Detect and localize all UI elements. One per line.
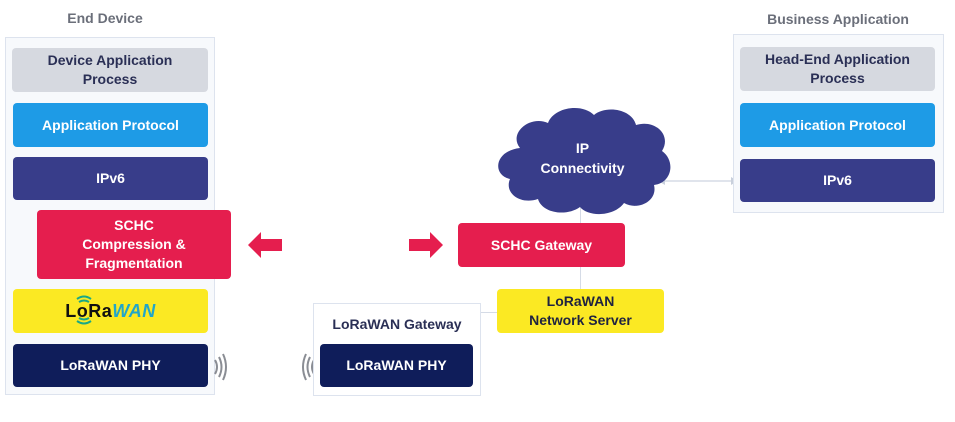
lorawan-logo-waves-icon [76,295,92,324]
layer-label: Device Application Process [47,52,173,87]
schc-compression-fragmentation-layer: SCHC Compression & Fragmentation [37,210,231,279]
lorawan-phy-layer-gateway: LoRaWAN PHY [320,344,473,387]
lorawan-logo-lora: LoRa [65,300,113,321]
arrow-right-icon [409,232,443,258]
end-device-title: End Device [67,10,143,26]
network-server-line-1: LoRaWAN [546,293,615,309]
cloud-line-1: IP [575,140,590,156]
layer-label: IPv6 [96,170,125,186]
lorawan-logo-layer: LoRaWAN [13,289,208,333]
connector-schc-network-server [580,267,581,289]
connector-gateway-network-server [480,312,498,313]
layer-label: Head-End Application Process [765,51,910,86]
connector-cloud-schc [580,205,581,225]
head-end-application-process-layer: Head-End Application Process [740,47,935,91]
network-server-line-2: Network Server [529,312,632,328]
radio-waves-right-icon [214,353,227,381]
layer-label: Application Protocol [769,116,906,133]
application-protocol-layer-business: Application Protocol [740,103,935,147]
layer-label: IPv6 [823,172,852,188]
lorawan-phy-layer-device: LoRaWAN PHY [13,344,208,387]
schc-gateway-label: SCHC Gateway [490,236,593,253]
layer-label: LoRaWAN PHY [60,357,161,373]
layer-label: LoRaWAN PHY [346,357,447,373]
ip-connectivity-cloud-icon [498,108,671,215]
schc-gateway: SCHC Gateway [458,223,625,267]
layer-label: Application Protocol [42,116,179,133]
lorawan-gateway-title: LoRaWAN Gateway [332,316,462,332]
device-application-process-layer: Device Application Process [12,48,208,92]
ip-connectivity-label: IP Connectivity [500,138,665,178]
ipv6-layer-business: IPv6 [740,159,935,202]
lorawan-logo: LoRaWAN [65,295,156,324]
layer-label: SCHC Compression & Fragmentation [82,217,186,271]
arrow-left-icon [248,232,282,258]
lorawan-network-server: LoRaWAN Network Server [497,289,664,333]
cloud-line-2: Connectivity [540,160,625,176]
application-protocol-layer: Application Protocol [13,103,208,147]
lorawan-logo-wan: WAN [112,300,156,321]
ipv6-layer: IPv6 [13,157,208,200]
business-application-title: Business Application [767,11,909,27]
